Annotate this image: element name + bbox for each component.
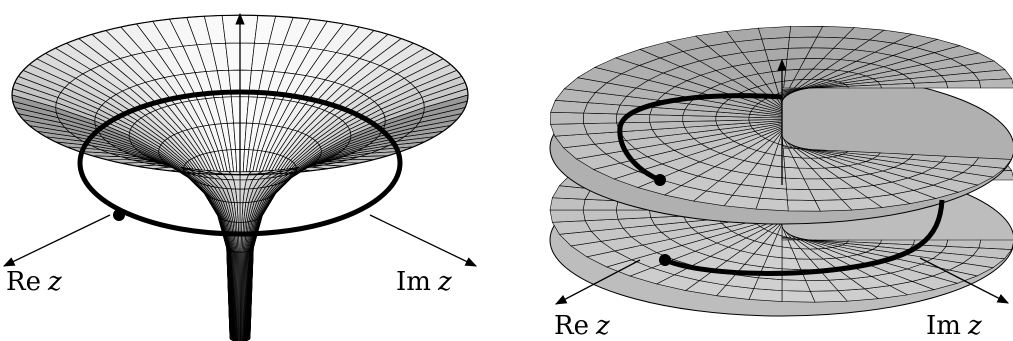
lower-sheet-cell <box>781 279 811 292</box>
upper-sheet-cell <box>550 111 585 125</box>
right-im-axis <box>919 257 1010 304</box>
upper-sheet-cell <box>649 114 684 123</box>
funnel-front-cell <box>226 247 231 339</box>
lower-sheet-cell <box>781 290 816 303</box>
lower-sheet-path <box>664 199 945 276</box>
upper-sheet-cell <box>978 78 1013 89</box>
upper-sheet-path-dot <box>654 174 666 186</box>
upper-sheet-cell <box>755 197 789 212</box>
funnel-surface <box>11 14 469 341</box>
lower-sheet-cell <box>753 277 783 291</box>
upper-sheet-cell <box>759 187 788 201</box>
upper-sheet-cell <box>764 48 789 62</box>
left-axes <box>2 12 478 267</box>
upper-sheet-cell <box>550 123 588 137</box>
upper-sheet-cell <box>758 26 792 40</box>
upper-sheet-cell <box>761 37 790 51</box>
right-axes <box>554 58 1010 305</box>
lower-sheet-cell <box>582 209 619 222</box>
right-re-axis <box>554 259 641 305</box>
left-im-axis <box>369 214 478 267</box>
upper-sheet-cell <box>945 79 982 89</box>
funnel-back-cell <box>221 14 241 44</box>
upper-sheet-cell <box>583 112 618 124</box>
lower-sheet-cell <box>781 225 788 238</box>
funnel-path-start-dot <box>113 209 125 221</box>
upper-sheet-cell <box>583 122 621 135</box>
lower-sheet-cell <box>549 209 586 223</box>
left-re-axis <box>2 214 111 267</box>
upper-sheet-cell <box>787 199 821 212</box>
upper-sheet-path <box>617 93 783 183</box>
lower-sheet-cell <box>615 209 652 220</box>
lower-sheet-cell <box>549 197 586 211</box>
upper-sheet-cell <box>762 176 787 190</box>
upper-sheet-cell <box>768 58 788 73</box>
lower-sheet-path-dot <box>659 254 671 266</box>
